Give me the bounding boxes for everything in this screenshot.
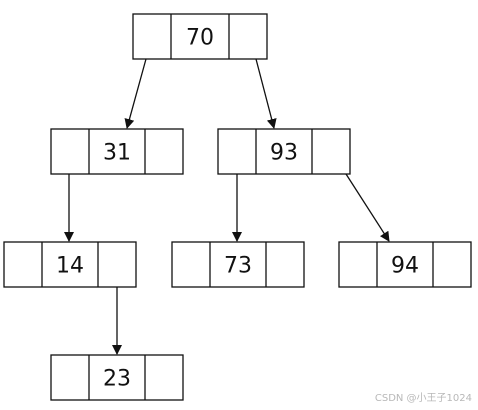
node-value: 73 <box>224 254 252 279</box>
node-frame <box>132 13 268 60</box>
node-frame <box>217 128 351 175</box>
node-frame <box>50 128 184 175</box>
tree-node-93: 93 <box>217 128 351 175</box>
node-value: 23 <box>103 367 131 392</box>
edge-93-to-94 <box>345 173 390 242</box>
node-value: 70 <box>186 26 214 51</box>
node-value: 93 <box>270 141 298 166</box>
edge-70-to-31 <box>124 58 147 129</box>
edge-70-to-93 <box>255 58 277 129</box>
node-frame <box>50 354 184 401</box>
edges-layer <box>64 58 390 355</box>
tree-node-73: 73 <box>171 241 305 288</box>
tree-node-70: 70 <box>132 13 268 60</box>
node-frame <box>171 241 305 288</box>
node-value: 31 <box>103 141 131 166</box>
tree-node-94: 94 <box>338 241 472 288</box>
tree-node-14: 14 <box>3 241 137 288</box>
tree-node-23: 23 <box>50 354 184 401</box>
tree-node-31: 31 <box>50 128 184 175</box>
nodes-layer: 70 31 93 14 73 94 23 <box>3 13 472 401</box>
node-frame <box>338 241 472 288</box>
csdn-watermark: CSDN @小王子1024 <box>374 393 472 404</box>
node-value: 14 <box>56 254 84 279</box>
node-frame <box>3 241 137 288</box>
node-value: 94 <box>391 254 419 279</box>
